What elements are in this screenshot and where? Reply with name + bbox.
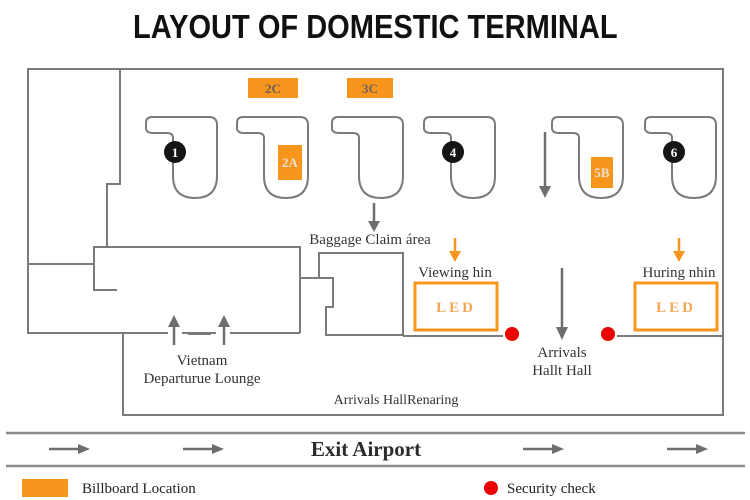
inner-left-wall	[106, 69, 121, 247]
corridor-arrow-head	[539, 186, 551, 198]
departure-lounge-label-line1: Vietnam	[177, 353, 228, 369]
gate-4-number: 4	[450, 145, 457, 160]
legend: Billboard Location Security check	[22, 479, 596, 497]
billboard-3c-box	[347, 78, 393, 98]
map-labels: Baggage Claim área Viewing hin Huring nh…	[143, 232, 715, 408]
gates	[145, 116, 717, 200]
exit-arrow-4-head	[696, 444, 708, 454]
led-board-right	[633, 281, 719, 332]
gate-5-outline	[551, 116, 624, 200]
viewing-arrow-head	[449, 251, 461, 262]
security-dot-right	[601, 327, 615, 341]
arrivals-hall-label-line1: Arrivals	[537, 345, 586, 361]
exit-arrow-2-head	[212, 444, 224, 454]
gate-1-circle	[164, 141, 186, 163]
entrance-arrow-left-head	[168, 315, 180, 327]
gate-number-markers: 1 4 6	[164, 141, 685, 163]
outer-border-wall	[27, 68, 724, 416]
security-dot-left	[505, 327, 519, 341]
exit-airport-label: Exit Airport	[311, 437, 421, 461]
gate-4-circle	[442, 141, 464, 163]
gate-1-outline	[145, 116, 218, 200]
entrance-arrow-right-head	[218, 315, 230, 327]
page-title: LAYOUT OF DOMESTIC TERMINAL	[132, 8, 618, 45]
baggage-claim-label: Baggage Claim área	[309, 232, 431, 248]
exit-arrow-3-head	[552, 444, 564, 454]
security-dots	[505, 327, 615, 341]
billboard-5b-label: 5B	[594, 165, 610, 180]
baggage-room-wall	[318, 252, 404, 336]
exit-arrow-1-head	[78, 444, 90, 454]
exit-arrows	[49, 444, 708, 454]
viewing-label: Viewing hin	[418, 265, 492, 281]
gate-2-outline	[236, 116, 309, 200]
gate-4-outline	[423, 116, 496, 200]
billboard-3c-label: 3C	[362, 81, 378, 96]
legend-security-dot	[484, 481, 498, 495]
led-board-left-label: LED	[436, 300, 476, 316]
legend-billboard-label: Billboard Location	[82, 481, 196, 497]
led-board-left	[413, 281, 499, 332]
led-board-right-label: LED	[656, 300, 696, 316]
gate-1-number: 1	[172, 145, 179, 160]
flow-arrows	[168, 132, 568, 345]
wall-lines	[27, 68, 724, 416]
exit-band: Exit Airport	[6, 431, 745, 468]
baggage-arrow-head	[368, 221, 380, 232]
led-boards: LED LED	[413, 281, 719, 332]
arrivals-hall-label-line2: Hallt Hall	[532, 363, 592, 379]
lounge-room-wall	[93, 246, 301, 333]
legend-security-label: Security check	[507, 481, 596, 497]
gate-6-circle	[663, 141, 685, 163]
gate-6-outline	[644, 116, 717, 200]
billboard-boxes: 2C 3C 2A 5B	[248, 78, 613, 188]
arrivals-arrow-head	[556, 327, 568, 340]
billboard-2c-label: 2C	[265, 81, 281, 96]
huring-label: Huring nhin	[643, 265, 716, 281]
departure-lounge-label-line2: Departurue Lounge	[143, 371, 260, 387]
legend-billboard-swatch	[22, 479, 68, 497]
huring-arrow-head	[673, 251, 685, 262]
billboard-arrows	[449, 238, 685, 262]
billboard-2a-box	[278, 145, 302, 180]
gate-6-number: 6	[671, 145, 678, 160]
billboard-2c-box	[248, 78, 298, 98]
billboard-5b-box	[591, 157, 613, 188]
gate-3-outline	[331, 116, 404, 200]
arrivals-hall-renaring-label: Arrivals HallRenaring	[334, 393, 459, 408]
billboard-2a-label: 2A	[282, 155, 299, 170]
page-title-row: LAYOUT OF DOMESTIC TERMINAL	[0, 6, 750, 48]
